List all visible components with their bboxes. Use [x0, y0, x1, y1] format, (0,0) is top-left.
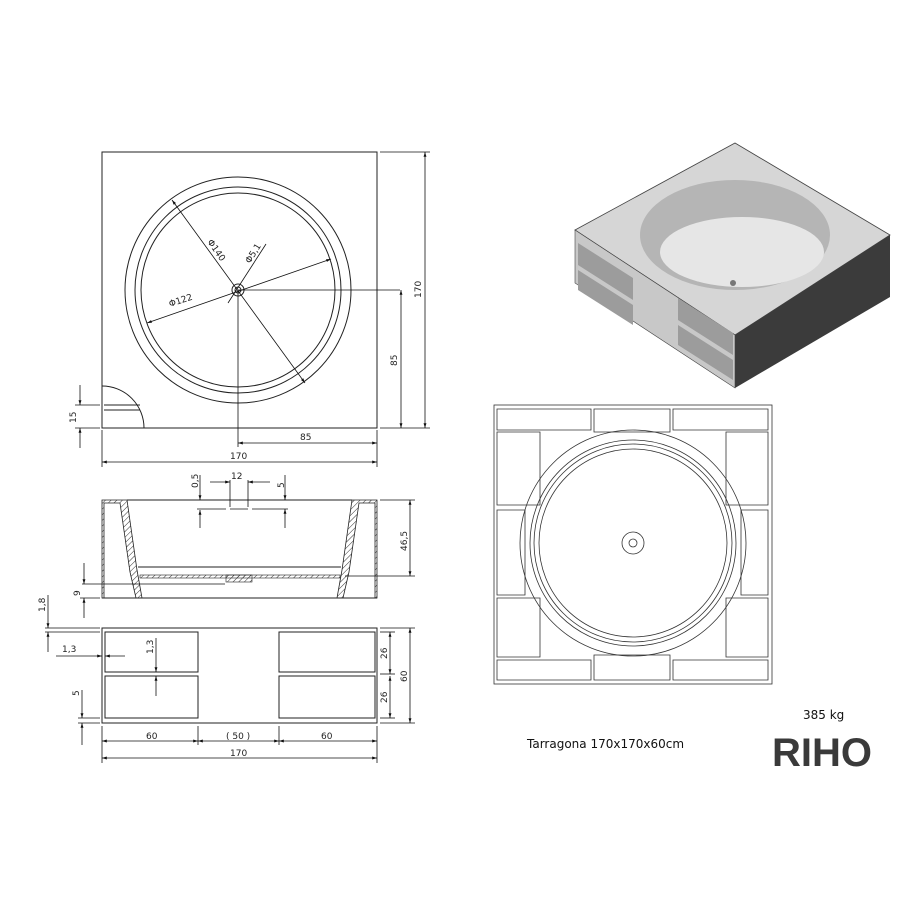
dim-top-offset: 1,8 — [38, 597, 48, 612]
dim-side: 1,3 — [62, 645, 76, 655]
dim-inner-diameter: Φ122 — [168, 293, 194, 310]
dim-center-y: 85 — [390, 355, 400, 366]
dim-depth: 170 — [414, 281, 424, 298]
dim-shelf-h2: 26 — [380, 691, 390, 703]
dim-center-x: 85 — [300, 433, 311, 443]
dim-bowl-depth: 46,5 — [400, 531, 410, 551]
dim-gap: 0,5 — [191, 474, 201, 488]
dim-shelf-h1: 26 — [380, 647, 390, 659]
product-title: Tarragona 170x170x60cm — [526, 737, 684, 751]
front-view: 1,8 1,3 1,3 5 26 26 60 60 ( 50 ) 60 170 — [38, 595, 415, 763]
plan-view — [493, 404, 773, 685]
dim-floor: 9 — [73, 590, 83, 596]
top-view: 170 85 170 85 Φ140 Φ122 Φ5,1 15 — [69, 151, 430, 467]
dim-drop: 5 — [277, 482, 287, 488]
dim-slot: 12 — [231, 472, 242, 482]
dim-drain-diameter: Φ5,1 — [244, 242, 264, 265]
dim-width: 170 — [230, 452, 247, 462]
dim-total-width: 170 — [230, 749, 247, 759]
brand-logo: RIHO — [772, 731, 872, 775]
dim-bottom: 5 — [72, 690, 82, 696]
dim-shelf-gap: 1,3 — [146, 640, 156, 654]
dim-mid-width: ( 50 ) — [226, 732, 250, 742]
weight-label: 385 kg — [803, 708, 844, 722]
iso-render — [574, 142, 891, 389]
dim-left-width: 60 — [146, 732, 158, 742]
dim-height: 60 — [400, 670, 410, 682]
dim-corner: 15 — [69, 412, 79, 423]
section-view: 12 0,5 5 46,5 9 — [73, 472, 415, 618]
dim-right-width: 60 — [321, 732, 333, 742]
